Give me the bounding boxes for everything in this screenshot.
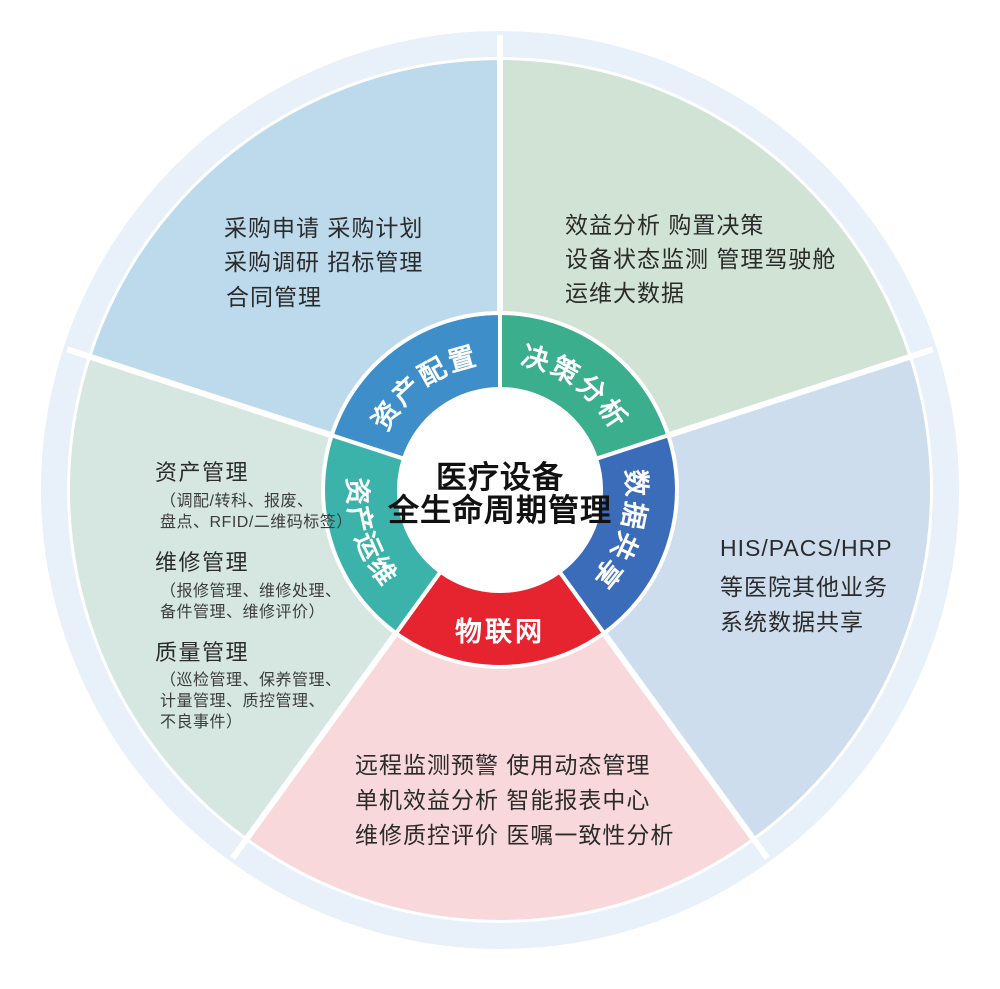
operations-group2-title: 维修管理 [155, 550, 249, 575]
ring-segment-iot [394, 569, 606, 669]
sector-data-sharing-text: HIS/PACS/HRP 等医院其他业务 系统数据共享 [720, 535, 893, 635]
ring-segment-asset-operations [321, 433, 443, 636]
data-sharing-line-2: 等医院其他业务 [720, 574, 888, 600]
operations-group1-detail1: （调配/转科、报废、 [160, 492, 313, 510]
operations-group2-detail1: （报修管理、维修处理、 [160, 582, 342, 600]
sector-decision-text: 效益分析 购置决策 设备状态监测 管理驾驶舱 运维大数据 [565, 212, 836, 306]
operations-group2-detail2: 备件管理、维修评价） [160, 603, 325, 621]
iot-line-1: 远程监测预警 使用动态管理 [355, 752, 650, 778]
ring-segment-decision-analysis [498, 311, 671, 461]
inner-ring [321, 311, 679, 669]
center-title-line1: 医疗设备 [436, 460, 564, 495]
operations-group1-detail2: 盘点、RFID/二维码标签） [160, 512, 353, 531]
operations-group1-title: 资产管理 [155, 460, 249, 485]
iot-line-2: 单机效益分析 智能报表中心 [355, 787, 650, 813]
procurement-line-3: 合同管理 [226, 284, 322, 310]
ring-label-iot: 物联网 [455, 617, 545, 647]
data-sharing-line-3: 系统数据共享 [720, 609, 864, 635]
data-sharing-line-1: HIS/PACS/HRP [720, 535, 893, 561]
iot-line-3: 维修质控评价 医嘱一致性分析 [355, 822, 674, 848]
procurement-line-1: 采购申请 采购计划 [224, 215, 423, 241]
decision-line-2: 设备状态监测 管理驾驶舱 [565, 246, 836, 272]
center-disc [390, 380, 610, 600]
ring-segment-data-sharing [557, 433, 679, 636]
operations-group3-detail3: 不良事件） [160, 713, 243, 731]
sector-procurement-text: 采购申请 采购计划 采购调研 招标管理 合同管理 [224, 215, 423, 310]
center-title-line2: 全生命周期管理 [387, 493, 612, 528]
operations-group3-title: 质量管理 [155, 640, 249, 665]
operations-group3-detail2: 计量管理、质控管理、 [160, 692, 325, 710]
decision-line-3: 运维大数据 [565, 280, 685, 306]
operations-group3-detail1: （巡检管理、保养管理、 [160, 671, 342, 689]
procurement-line-2: 采购调研 招标管理 [224, 249, 423, 275]
sector-operations-text: 资产管理 （调配/转科、报废、 盘点、RFID/二维码标签） 维修管理 （报修管… [155, 460, 353, 731]
sector-iot-text: 远程监测预警 使用动态管理 单机效益分析 智能报表中心 维修质控评价 医嘱一致性… [355, 752, 674, 848]
decision-line-1: 效益分析 购置决策 [565, 212, 764, 238]
sector-iot-wedge [247, 490, 753, 920]
ring-segment-asset-allocation [329, 311, 502, 461]
